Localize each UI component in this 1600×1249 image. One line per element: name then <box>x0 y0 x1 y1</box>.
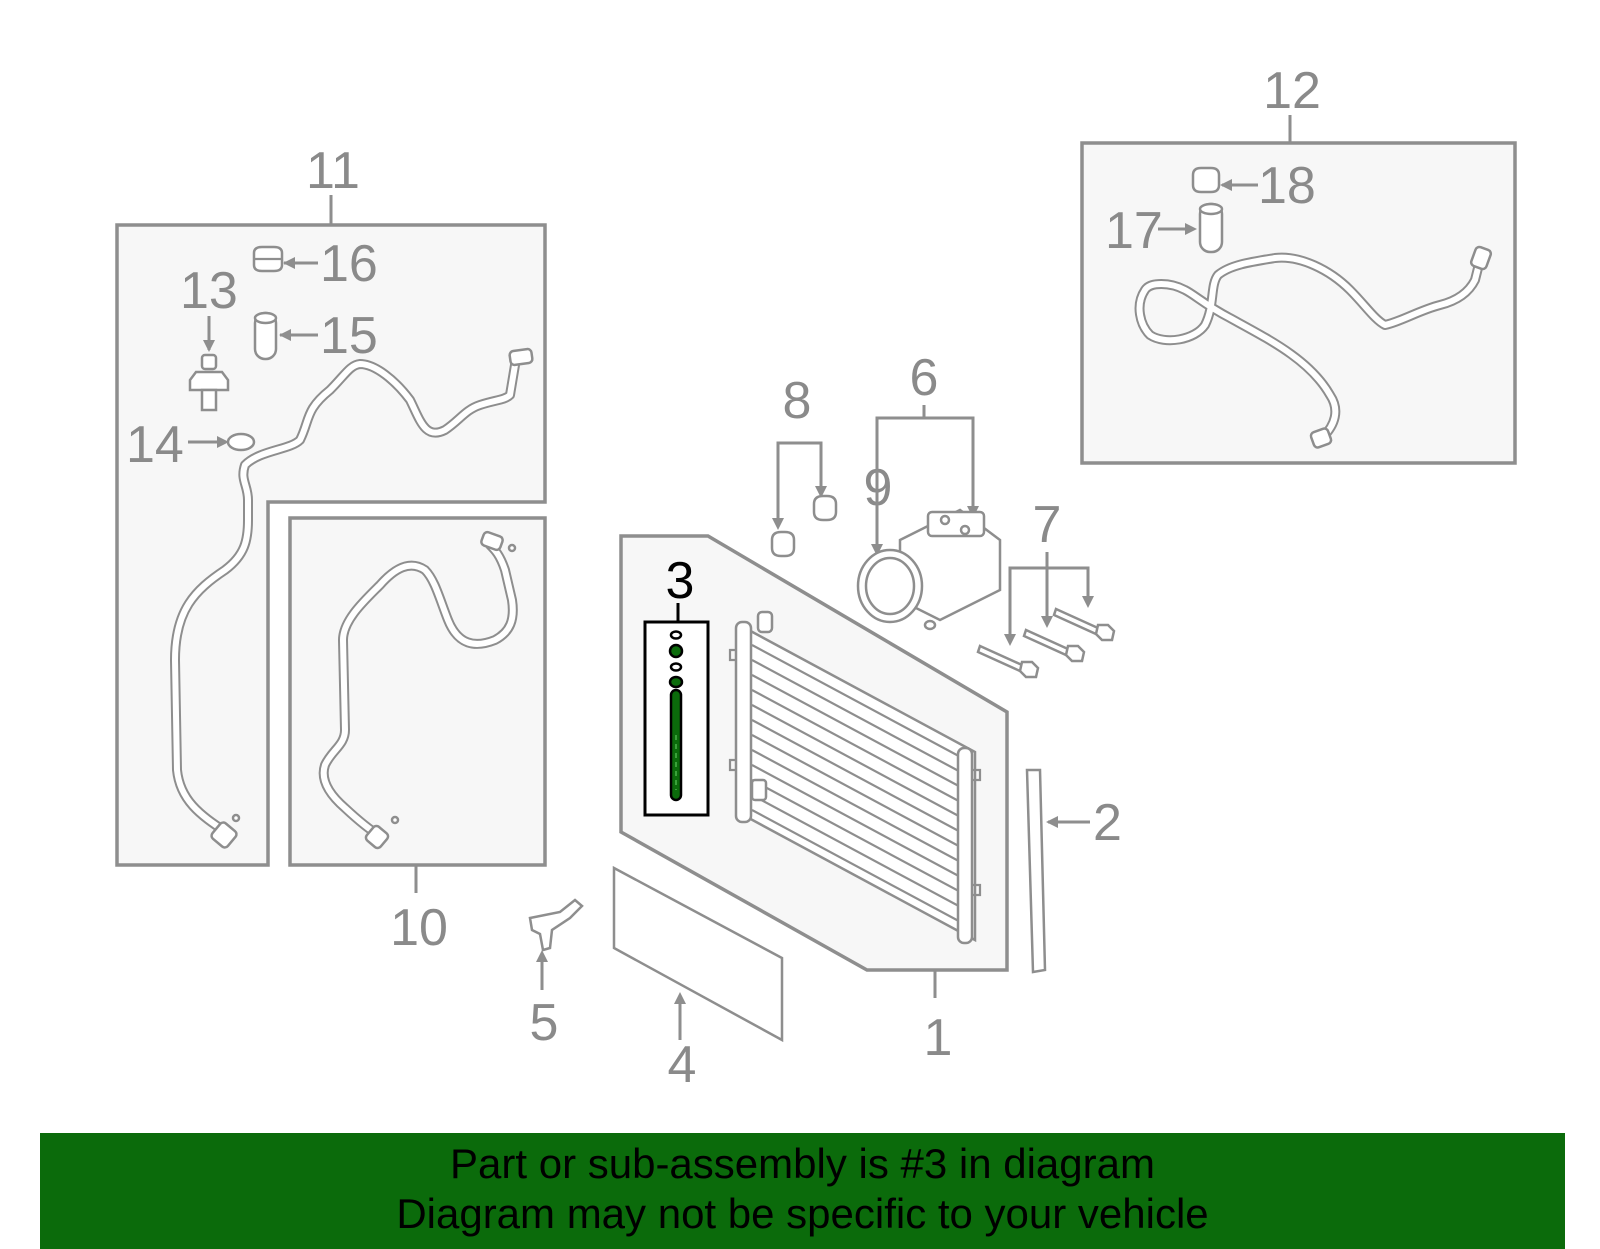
part-3-drier-kit-highlight <box>643 603 710 817</box>
label-14: 14 <box>126 416 184 474</box>
label-15: 15 <box>320 307 378 365</box>
label-4: 4 <box>668 1036 697 1094</box>
label-6: 6 <box>910 349 939 407</box>
banner-line-2: Diagram may not be specific to your vehi… <box>396 1190 1209 1237</box>
part-4-panel <box>612 865 784 1043</box>
label-17: 17 <box>1105 202 1163 260</box>
label-7: 7 <box>1033 496 1062 554</box>
part-6-compressor <box>856 405 1002 631</box>
label-1: 1 <box>924 1009 953 1067</box>
banner-line-1: Part or sub-assembly is #3 in diagram <box>450 1140 1155 1187</box>
label-5: 5 <box>530 994 559 1052</box>
label-11: 11 <box>306 142 360 200</box>
label-8: 8 <box>783 372 812 430</box>
label-13: 13 <box>180 262 238 320</box>
part-18-cap <box>1191 166 1258 194</box>
label-10: 10 <box>390 899 448 957</box>
part-15-cap <box>253 311 318 361</box>
part-14-oring <box>188 432 256 452</box>
part-16-cap <box>252 245 318 273</box>
part-12-hose <box>1134 245 1493 449</box>
part-2-seal-strip <box>1025 768 1090 974</box>
part-13-pressure-switch <box>188 316 230 412</box>
part-7-bolts <box>976 552 1116 679</box>
part-1-condenser <box>728 610 982 945</box>
label-2: 2 <box>1093 794 1122 852</box>
label-18: 18 <box>1258 157 1316 215</box>
part-11-hose <box>170 347 534 849</box>
label-12: 12 <box>1263 62 1321 120</box>
part-17-cap <box>1158 202 1224 254</box>
part-10-hose <box>318 530 518 850</box>
part-8-caps <box>770 441 838 558</box>
part-5-bracket <box>528 898 584 990</box>
label-3: 3 <box>666 552 695 610</box>
info-banner: Part or sub-assembly is #3 in diagram Di… <box>40 1133 1565 1249</box>
label-16: 16 <box>320 235 378 293</box>
